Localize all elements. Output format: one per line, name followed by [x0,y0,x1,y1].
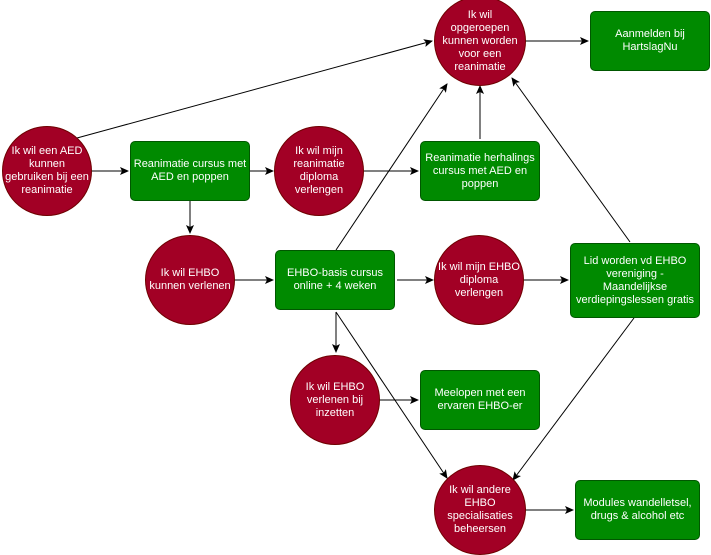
node-inzetten-label: Ik wil EHBO verlenen bij inzetten [305,380,365,419]
node-lid-worden: Lid worden vd EHBO vereniging - Maandeli… [570,243,700,318]
node-diploma-verlengen-reanimatie: Ik wil mijn reanimatie diploma verlengen [274,126,364,216]
node-modules-label: Modules wandelletsel, drugs & alcohol et… [583,497,692,522]
edge-basis-to-specialisaties [335,311,448,479]
node-herhalings-cursus-label: Reanimatie herhalings cursus met AED en … [425,151,535,190]
node-ehbo-diploma-verlengen: Ik wil mijn EHBO diploma verlengen [434,235,524,325]
node-ehbo-basis-label: EHBO-basis cursus online + 4 weken [287,267,383,292]
node-ehbo-leren: Ik wil EHBO kunnen verlenen [145,235,235,325]
node-meelopen: Meelopen met een ervaren EHBO-er [420,370,540,430]
edge-lid-to-opgeroepen [511,77,631,243]
node-aanmelden-label: Aanmelden bij HartslagNu [615,28,685,53]
node-modules: Modules wandelletsel, drugs & alcohol et… [575,480,700,540]
node-inzetten: Ik wil EHBO verlenen bij inzetten [290,355,380,445]
node-specialisaties-label: Ik wil andere EHBO specialisaties beheer… [447,484,513,535]
node-ehbo-diploma-verlengen-label: Ik wil mijn EHBO diploma verlengen [438,260,520,299]
node-aed-gebruiken-label: Ik wil een AED kunnen gebruiken bij een … [5,145,89,196]
node-opgeroepen: Ik wil opgeroepen kunnen worden voor een… [434,0,526,86]
edge-aed-to-opgeroepen [76,39,433,139]
node-aanmelden: Aanmelden bij HartslagNu [590,11,710,71]
node-specialisaties: Ik wil andere EHBO specialisaties beheer… [434,465,526,555]
edge-lid-to-specialisaties [512,317,635,481]
node-diploma-verlengen-reanimatie-label: Ik wil mijn reanimatie diploma verlengen [293,145,345,196]
node-lid-worden-label: Lid worden vd EHBO vereniging - Maandeli… [575,254,694,306]
node-herhalings-cursus: Reanimatie herhalings cursus met AED en … [420,141,540,201]
node-reanimatie-cursus: Reanimatie cursus met AED en poppen [130,141,250,201]
node-opgeroepen-label: Ik wil opgeroepen kunnen worden voor een… [442,8,518,73]
node-meelopen-label: Meelopen met een ervaren EHBO-er [434,387,526,412]
node-ehbo-basis: EHBO-basis cursus online + 4 weken [275,250,395,310]
node-ehbo-leren-label: Ik wil EHBO kunnen verlenen [149,267,231,292]
node-reanimatie-cursus-label: Reanimatie cursus met AED en poppen [133,158,247,183]
edge-basis-to-opgeroepen [335,83,448,251]
node-aed-gebruiken: Ik wil een AED kunnen gebruiken bij een … [2,126,92,216]
